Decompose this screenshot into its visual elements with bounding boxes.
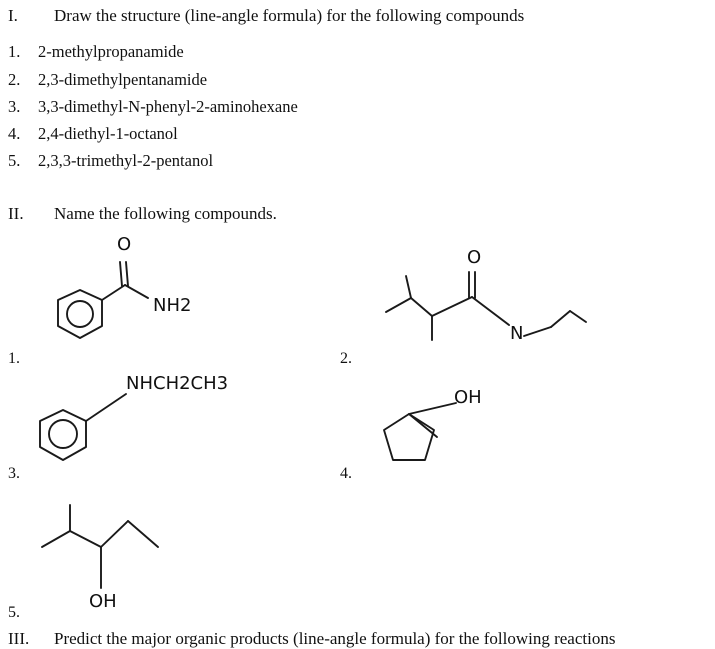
structure-2-number: 2.	[340, 350, 352, 367]
structure-4-hydroxyl-label: OH	[454, 387, 482, 408]
section-1-roman: I.	[8, 6, 18, 25]
structure-1-number: 1.	[8, 350, 20, 367]
list-item: 2,3,3-trimethyl-2-pentanol	[38, 151, 214, 170]
structure-2-drawing	[385, 271, 587, 341]
section-1-instruction: Draw the structure (line-angle formula) …	[54, 6, 525, 25]
list-item: 3,3-dimethyl-N-phenyl-2-aminohexane	[38, 97, 298, 116]
section-2-instruction: Name the following compounds.	[54, 204, 277, 223]
structure-1-drawing	[57, 261, 149, 339]
section-2-roman: II.	[8, 204, 24, 223]
list-item-number: 2.	[8, 70, 21, 89]
structure-5-number: 5.	[8, 604, 20, 621]
structure-1-oxygen-label: O	[117, 234, 132, 255]
structure-2-oxygen-label: O	[467, 247, 482, 268]
structure-4-drawing	[383, 402, 457, 461]
structure-2-nitrogen-label: N	[510, 323, 524, 344]
structure-5-drawing	[41, 504, 159, 589]
list-item-number: 1.	[8, 42, 21, 61]
structure-5-hydroxyl-label: OH	[89, 591, 117, 612]
list-item: 2,4-diethyl-1-octanol	[38, 124, 178, 143]
structure-3-number: 3.	[8, 465, 20, 482]
section-3-instruction: Predict the major organic products (line…	[54, 629, 616, 648]
section-3-roman: III.	[8, 629, 30, 648]
list-item: 2-methylpropanamide	[38, 42, 184, 61]
list-item-number: 3.	[8, 97, 21, 116]
list-item-number: 4.	[8, 124, 21, 143]
structure-3-drawing	[39, 393, 127, 461]
structure-3-amine-label: NHCH2CH3	[126, 373, 229, 394]
structure-4-number: 4.	[340, 465, 352, 482]
list-item: 2,3-dimethylpentanamide	[38, 70, 208, 89]
list-item-number: 5.	[8, 151, 21, 170]
structure-1-amine-label: NH2	[153, 295, 192, 316]
